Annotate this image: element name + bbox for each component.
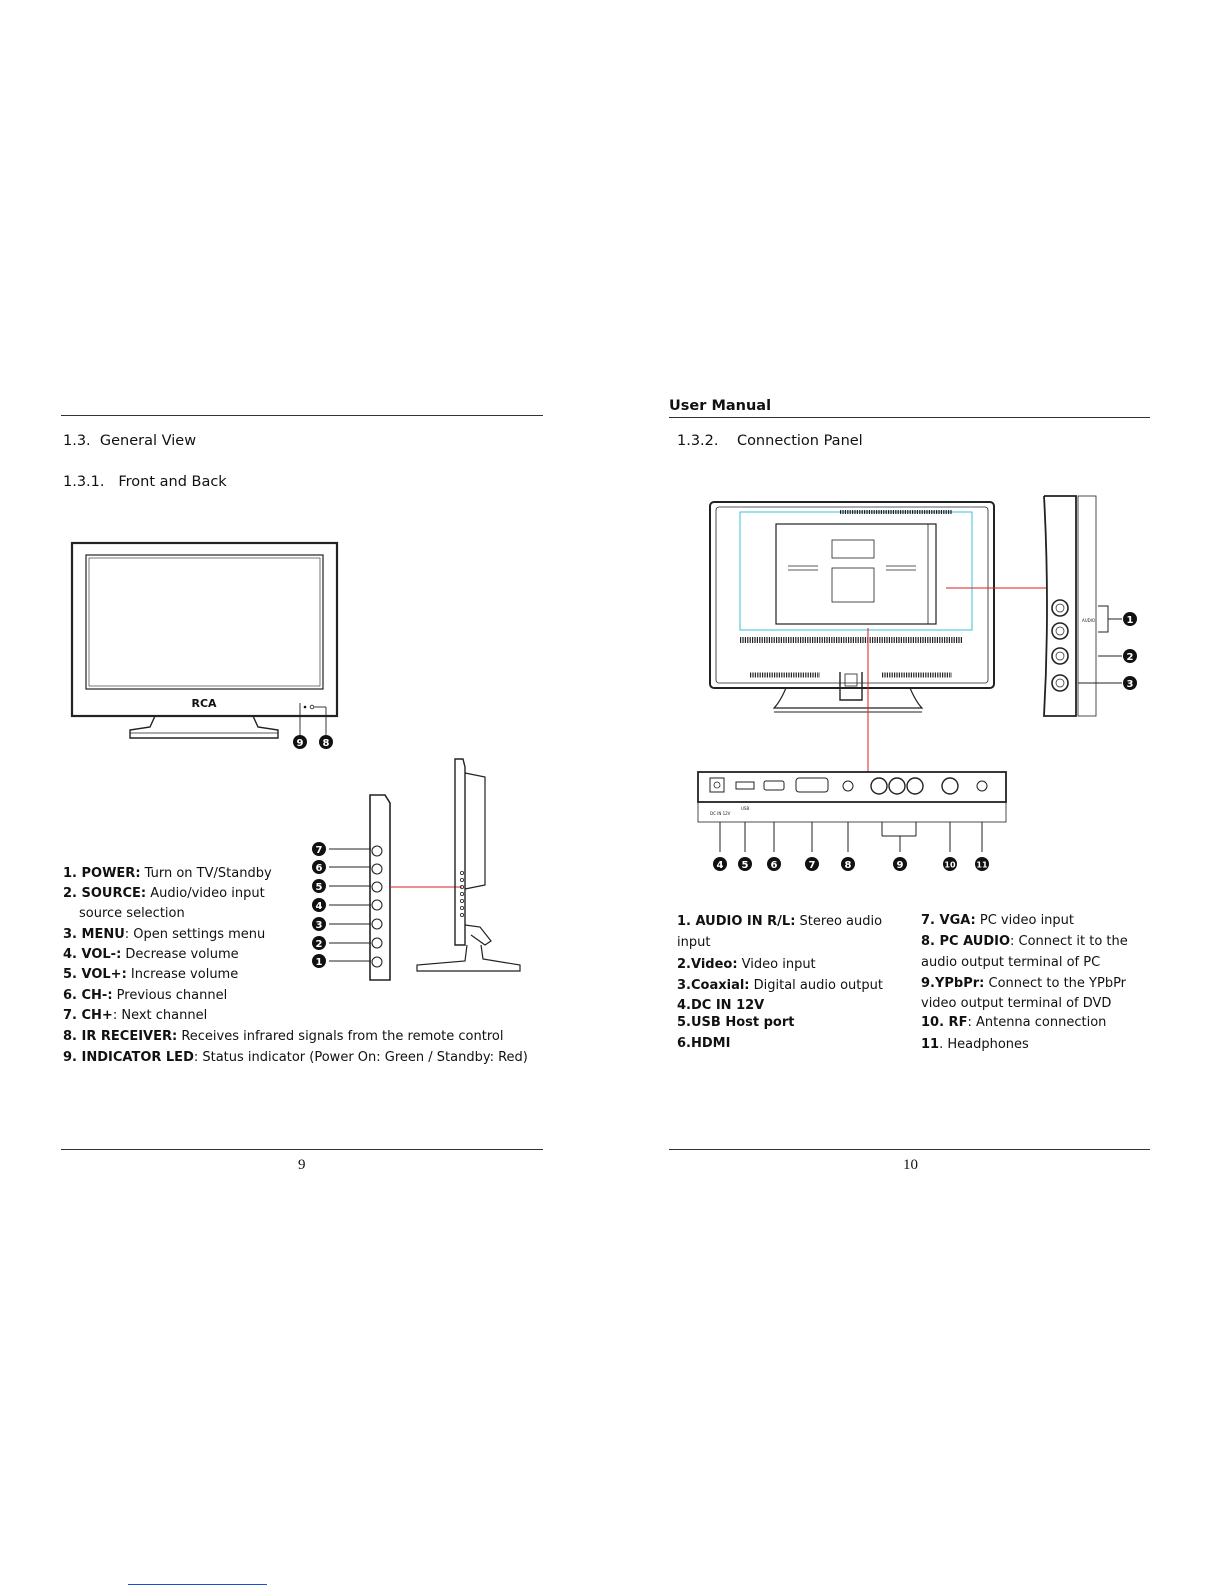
svg-text:9: 9 [897, 860, 904, 871]
list-item: 4.DC IN 12V [677, 998, 765, 1013]
svg-text:3: 3 [1127, 679, 1134, 690]
svg-text:2: 2 [316, 939, 323, 950]
svg-text:AUDIO: AUDIO [1082, 618, 1095, 623]
svg-text:10: 10 [944, 861, 956, 870]
callout-1-icon: 1 [312, 954, 326, 968]
svg-text:7: 7 [316, 845, 323, 856]
callout-7-icon: 7 [312, 842, 326, 856]
list-item: 5. VOL+: Increase volume [63, 967, 239, 982]
svg-text:8: 8 [845, 860, 852, 871]
list-item: 9. INDICATOR LED: Status indicator (Powe… [63, 1050, 528, 1065]
left-bottom-rule [61, 1149, 543, 1150]
list-item: video output terminal of DVD [921, 996, 1112, 1011]
list-item: 7. CH+: Next channel [63, 1008, 208, 1023]
svg-text:1: 1 [1127, 615, 1134, 626]
callout-10-icon: 10 [943, 857, 957, 871]
callout-2-icon: 2 [312, 936, 326, 950]
right-bottom-rule [669, 1149, 1150, 1150]
svg-text:5: 5 [742, 860, 749, 871]
list-item: 11. Headphones [921, 1037, 1029, 1052]
list-item: 7. VGA: PC video input [921, 913, 1075, 928]
callout-9-icon: 9 [293, 735, 307, 749]
list-item: 5.USB Host port [677, 1015, 795, 1030]
right-top-rule [669, 417, 1150, 418]
svg-text:DC IN 12V: DC IN 12V [710, 811, 731, 816]
list-item: input [677, 935, 711, 950]
tv-back-diagram: AUDIO 1 2 3 DC IN 12V USB 4 5 6 7 8 9 10… [697, 495, 1137, 871]
list-item: 3.Coaxial: Digital audio output [677, 978, 883, 993]
callout-5-icon: 5 [312, 879, 326, 893]
left-top-rule [61, 415, 543, 416]
callout-4-icon: 4 [312, 898, 326, 912]
svg-text:6: 6 [316, 863, 323, 874]
list-item: audio output terminal of PC [921, 955, 1101, 970]
svg-text:9: 9 [297, 738, 304, 749]
side-callout-3-icon: 3 [1123, 676, 1137, 690]
brand-logo: RCA [191, 697, 217, 710]
svg-text:2: 2 [1127, 652, 1134, 663]
svg-text:5: 5 [316, 882, 323, 893]
list-item: 1. AUDIO IN R/L: Stereo audio [677, 914, 883, 929]
callout-7-icon: 7 [805, 857, 819, 871]
list-item: 8. IR RECEIVER: Receives infrared signal… [63, 1029, 504, 1044]
side-callout-1-icon: 1 [1123, 612, 1137, 626]
callout-8-icon: 8 [841, 857, 855, 871]
list-item: 8. PC AUDIO: Connect it to the [921, 934, 1128, 949]
side-callout-2-icon: 2 [1123, 649, 1137, 663]
svg-text:8: 8 [323, 738, 330, 749]
right-page-number: 10 [903, 1157, 918, 1173]
svg-text:4: 4 [717, 860, 724, 871]
svg-text:1: 1 [316, 957, 323, 968]
callout-6-icon: 6 [767, 857, 781, 871]
running-header: User Manual [669, 398, 772, 414]
callout-4-icon: 4 [713, 857, 727, 871]
svg-text:USB: USB [741, 806, 749, 811]
svg-text:7: 7 [809, 860, 816, 871]
list-item: 2. SOURCE: Audio/video input [63, 886, 265, 901]
list-item: 9.YPbPr: Connect to the YPbPr [921, 976, 1127, 991]
left-page-number: 9 [298, 1157, 306, 1173]
list-item: 6.HDMI [677, 1036, 731, 1051]
callout-9-icon: 9 [893, 857, 907, 871]
list-item: source selection [79, 906, 185, 921]
list-item: 3. MENU: Open settings menu [63, 927, 266, 942]
callout-8-icon: 8 [319, 735, 333, 749]
svg-text:3: 3 [316, 920, 323, 931]
tv-side-buttons-diagram: 7 6 5 4 3 2 1 [312, 758, 521, 981]
svg-text:11: 11 [976, 861, 988, 870]
callout-6-icon: 6 [312, 860, 326, 874]
tv-front-diagram: RCA 9 8 [70, 541, 339, 749]
right-subsection-title: 1.3.2. Connection Panel [677, 433, 863, 449]
left-section-title: 1.3. General View [63, 433, 197, 449]
list-item: 4. VOL-: Decrease volume [63, 947, 239, 962]
svg-text:6: 6 [771, 860, 778, 871]
list-item: 6. CH-: Previous channel [63, 988, 228, 1003]
left-subsection-title: 1.3.1. Front and Back [63, 474, 227, 490]
list-item: 10. RF: Antenna connection [921, 1015, 1107, 1030]
list-item: 1. POWER: Turn on TV/Standby [63, 866, 272, 881]
callout-5-icon: 5 [738, 857, 752, 871]
svg-text:4: 4 [316, 901, 323, 912]
callout-3-icon: 3 [312, 917, 326, 931]
callout-11-icon: 11 [975, 857, 989, 871]
list-item: 2.Video: Video input [677, 957, 816, 972]
